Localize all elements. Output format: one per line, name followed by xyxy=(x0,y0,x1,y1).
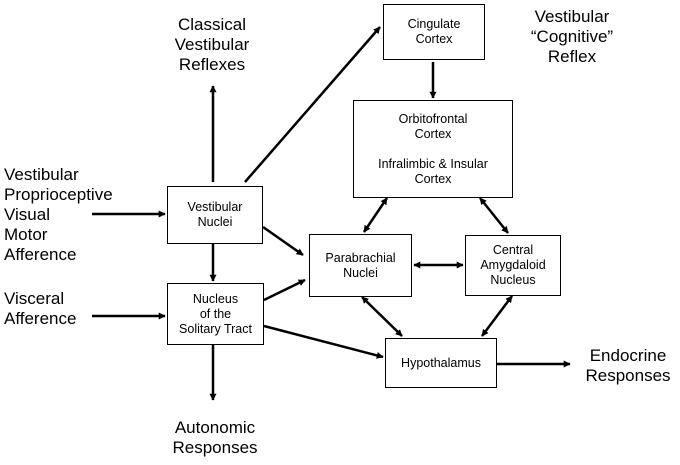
box-infralimbic-line-1: Infralimbic & Insular xyxy=(378,156,488,171)
box-orbitofrontal-cortex: Orbitofrontal Cortex Infralimbic & Insul… xyxy=(353,100,513,198)
label-endocrine-line-2: Responses xyxy=(585,366,671,385)
label-visceral-line-2: Afference xyxy=(4,309,77,328)
box-central-amygdaloid-nucleus: Central Amygdaloid Nucleus xyxy=(465,235,561,296)
box-orbitofrontal-line-2: Cortex xyxy=(414,126,452,141)
box-amygdaloid-line-2: Amygdaloid xyxy=(480,258,546,272)
box-nucleus-solitary-tract: Nucleus of the Solitary Tract xyxy=(167,283,264,345)
label-inputs-line-4: Motor xyxy=(4,225,48,244)
arrow-vestibular-to-parabrachial xyxy=(262,225,304,257)
label-endocrine-responses: Endocrine Responses xyxy=(578,346,678,386)
box-hypothalamus-label: Hypothalamus xyxy=(401,355,481,370)
label-inputs-line-2: Proprioceptive xyxy=(4,185,113,204)
label-classical-line-3: Reflexes xyxy=(178,55,246,74)
box-orbitofrontal-line-1: Orbitofrontal xyxy=(398,111,468,126)
box-vestibular-line-2: Nuclei xyxy=(197,215,233,229)
label-endocrine-line-1: Endocrine xyxy=(589,346,667,365)
arrow-solitary-to-parabrachial xyxy=(263,278,306,302)
label-inputs-line-5: Afference xyxy=(4,245,77,264)
box-parabrachial-nuclei: Parabrachial Nuclei xyxy=(309,234,412,297)
box-vestibular-nuclei: Vestibular Nuclei xyxy=(167,186,263,244)
arrow-orbitofrontal-amygdaloid xyxy=(479,197,509,234)
label-visceral-afference: Visceral Afference xyxy=(4,289,104,329)
label-classical-vestibular-reflexes: Classical Vestibular Reflexes xyxy=(160,15,264,75)
box-parabrachial-line-1: Parabrachial xyxy=(325,250,396,265)
arrow-amygdaloid-hypothalamus xyxy=(481,295,513,337)
label-autonomic-responses: Autonomic Responses xyxy=(162,418,268,458)
box-solitary-line-1: Nucleus xyxy=(192,291,239,306)
label-inputs-line-1: Vestibular xyxy=(4,165,79,184)
box-parabrachial-line-2: Nuclei xyxy=(343,265,378,280)
label-vestibular-cognitive-reflex: Vestibular “Cognitive” Reflex xyxy=(516,7,628,67)
arrow-solitary-to-hypothalamus xyxy=(263,324,384,359)
label-classical-line-2: Vestibular xyxy=(174,35,250,54)
box-infralimbic-line-2: Cortex xyxy=(414,171,452,186)
label-inputs-line-3: Visual xyxy=(4,205,50,224)
box-cingulate-line-1: Cingulate xyxy=(407,17,461,31)
box-amygdaloid-line-1: Central xyxy=(492,243,534,257)
box-solitary-line-3: Solitary Tract xyxy=(179,321,252,336)
label-classical-line-1: Classical xyxy=(177,15,247,34)
label-visceral-line-1: Visceral xyxy=(4,289,65,308)
box-solitary-line-2: of the xyxy=(199,306,232,321)
arrow-orbitofrontal-parabrachial xyxy=(362,197,389,233)
arrow-vestibular-to-cingulate xyxy=(244,26,381,183)
box-cingulate-line-2: Cortex xyxy=(415,32,453,46)
label-sensory-afference: Vestibular Proprioceptive Visual Motor A… xyxy=(4,165,144,265)
label-autonomic-line-1: Autonomic xyxy=(174,418,256,437)
box-cingulate-cortex: Cingulate Cortex xyxy=(383,4,485,60)
label-cognitive-line-2: “Cognitive” xyxy=(530,27,614,46)
box-vestibular-line-1: Vestibular xyxy=(187,200,243,214)
box-amygdaloid-line-3: Nucleus xyxy=(490,273,536,287)
label-autonomic-line-2: Responses xyxy=(172,438,258,457)
arrow-parabrachial-hypothalamus xyxy=(361,296,403,337)
label-cognitive-line-1: Vestibular xyxy=(534,7,610,26)
label-cognitive-line-3: Reflex xyxy=(547,47,597,66)
box-hypothalamus: Hypothalamus xyxy=(385,338,497,388)
